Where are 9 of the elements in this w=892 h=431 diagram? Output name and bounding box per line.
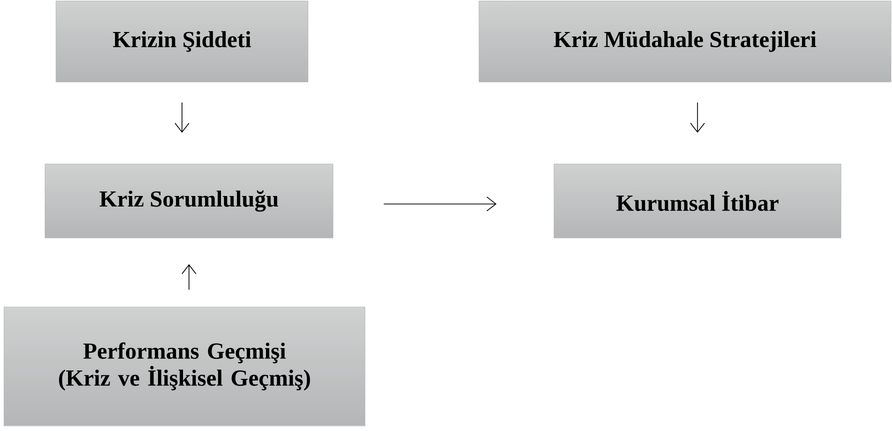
process-box: Kriz Müdahale Stratejileri (478, 0, 892, 82)
process-box: Performans Geçmişi (Kriz ve İlişkisel Geçmiş) (4, 306, 366, 426)
arrow (182, 264, 196, 290)
process-box: Kriz Sorumluluğu (44, 164, 334, 238)
arrow (174, 102, 190, 133)
arrow (690, 102, 705, 133)
arrow (383, 196, 496, 212)
process-box: Krizin Şiddeti (56, 0, 308, 82)
process-box: Kurumsal İtibar (554, 164, 842, 238)
